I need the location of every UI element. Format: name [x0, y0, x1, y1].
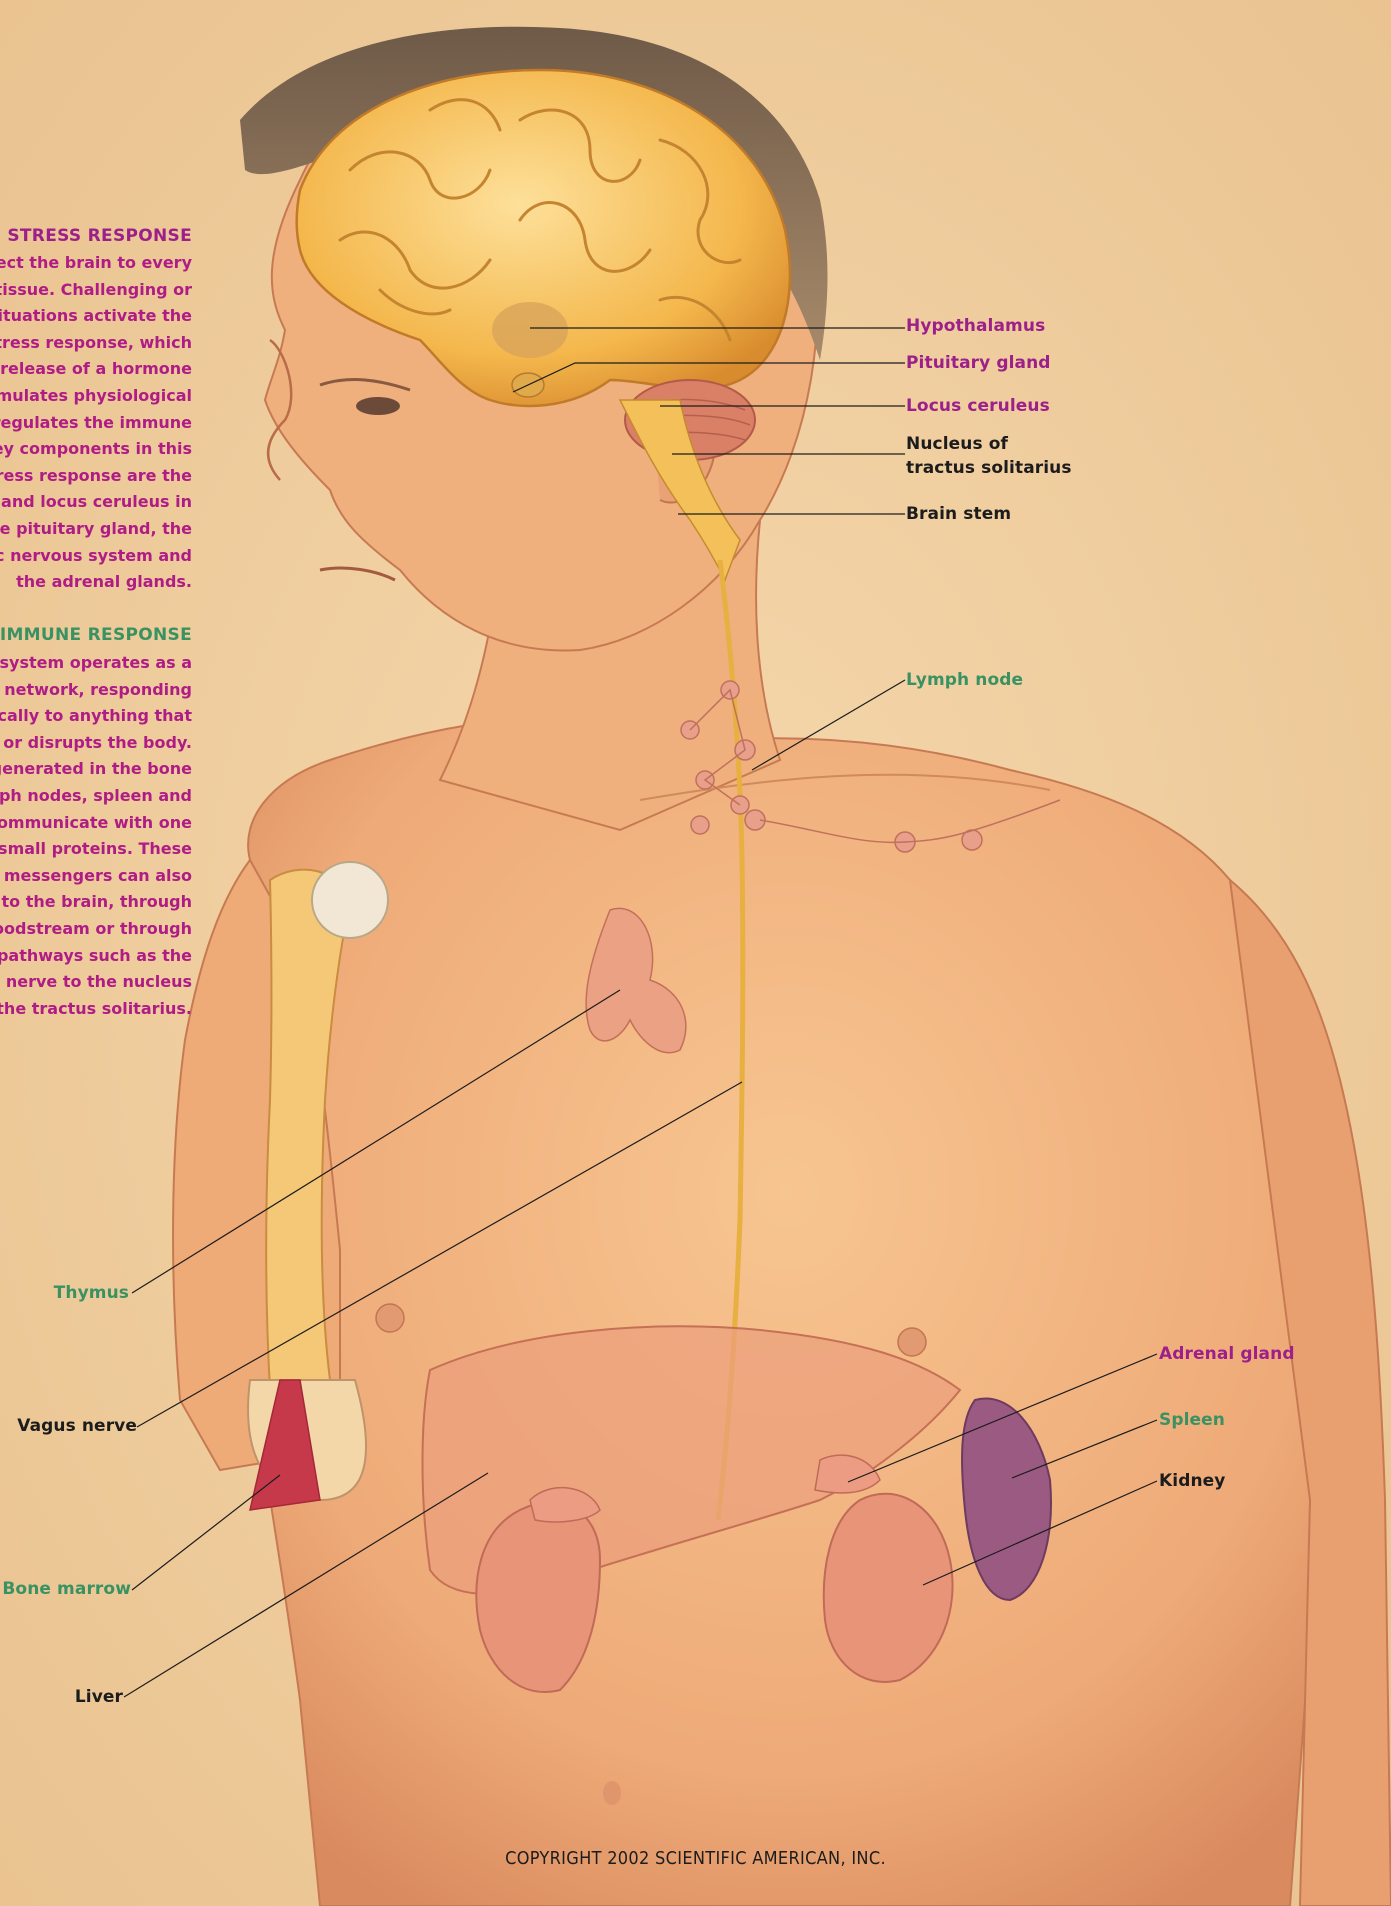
- label-bone-marrow: Bone marrow: [2, 1577, 131, 1601]
- stress-line: nect the brain to every: [0, 250, 192, 277]
- stress-response-body: nect the brain to every l tissue. Challe…: [0, 250, 192, 596]
- stress-line: regulates the immune: [0, 410, 192, 437]
- label-vagus-nerve: Vagus nerve: [17, 1414, 137, 1438]
- immune-line: e system operates as a: [0, 650, 192, 677]
- label-lymph-node: Lymph node: [906, 668, 1023, 692]
- immune-line: us nerve to the nucleus: [0, 969, 192, 996]
- label-nucleus-tractus-solitarius: Nucleus of tractus solitarius: [906, 432, 1072, 480]
- stress-line: he pituitary gland, the: [0, 516, 192, 543]
- immune-line: ically to anything that: [0, 703, 192, 730]
- immune-line: loodstream or through: [0, 916, 192, 943]
- label-thymus: Thymus: [54, 1281, 129, 1305]
- immune-line: l messengers can also: [0, 863, 192, 890]
- label-nucleus-line2: tractus solitarius: [906, 456, 1072, 480]
- label-nucleus-line1: Nucleus of: [906, 432, 1072, 456]
- immune-response-body: e system operates as a d network, respon…: [0, 650, 192, 1022]
- immune-line: pathways such as the: [0, 943, 192, 970]
- immune-line: f the tractus solitarius.: [0, 996, 192, 1023]
- stress-line: e release of a hormone: [0, 356, 192, 383]
- label-locus-ceruleus: Locus ceruleus: [906, 394, 1050, 418]
- immune-line: d network, responding: [0, 677, 192, 704]
- stress-line: tress response are the: [0, 463, 192, 490]
- immune-line: nph nodes, spleen and: [0, 783, 192, 810]
- label-liver: Liver: [75, 1685, 123, 1709]
- immune-line: s to the brain, through: [0, 889, 192, 916]
- immune-line: g small proteins. These: [0, 836, 192, 863]
- label-spleen: Spleen: [1159, 1408, 1225, 1432]
- stress-line: imulates physiological: [0, 383, 192, 410]
- label-kidney: Kidney: [1159, 1469, 1225, 1493]
- stress-line: l tissue. Challenging or: [0, 277, 192, 304]
- label-hypothalamus: Hypothalamus: [906, 314, 1045, 338]
- immune-line: s or disrupts the body.: [0, 730, 192, 757]
- label-brain-stem: Brain stem: [906, 502, 1011, 526]
- label-pituitary-gland: Pituitary gland: [906, 351, 1051, 375]
- stress-line: stress response, which: [0, 330, 192, 357]
- immune-response-heading: IMMUNE RESPONSE: [0, 623, 192, 647]
- copyright-notice: COPYRIGHT 2002 SCIENTIFIC AMERICAN, INC.: [0, 1848, 1391, 1869]
- immune-line: communicate with one: [0, 810, 192, 837]
- stress-response-heading: STRESS RESPONSE: [7, 224, 192, 248]
- label-adrenal-gland: Adrenal gland: [1159, 1342, 1295, 1366]
- stress-line: the adrenal glands.: [0, 569, 192, 596]
- immune-line: generated in the bone: [0, 756, 192, 783]
- stress-line: ic nervous system and: [0, 543, 192, 570]
- stress-line: s and locus ceruleus in: [0, 489, 192, 516]
- stress-line: situations activate the: [0, 303, 192, 330]
- stress-line: ey components in this: [0, 436, 192, 463]
